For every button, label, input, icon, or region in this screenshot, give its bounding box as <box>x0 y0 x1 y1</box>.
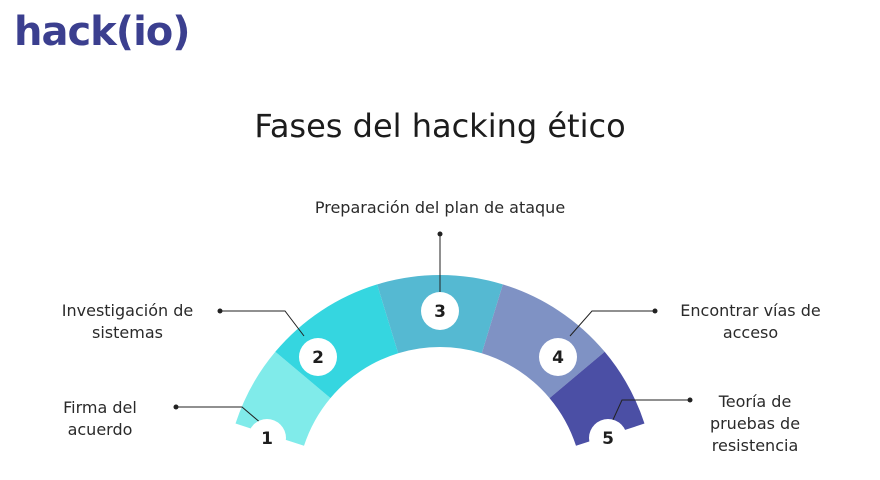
phase-4-label-line-1: Encontrar vías de <box>680 301 821 320</box>
phase-4-badge <box>539 338 577 376</box>
phase-5-badge <box>589 419 627 457</box>
phase-5-label-line-1: Teoría de <box>718 392 792 411</box>
page-title: Fases del hacking ético <box>254 107 626 146</box>
phase-1-connector <box>176 406 263 425</box>
phase-1-label-line-1: Firma del <box>63 398 137 417</box>
phase-3-connector-dot <box>437 231 443 237</box>
phase-5-segment <box>549 351 645 446</box>
phase-5-label-line-2: pruebas de <box>709 414 801 433</box>
phase-4-segment <box>481 284 605 399</box>
phase-3-number: 3 <box>434 302 446 322</box>
phase-5-connector <box>611 399 690 423</box>
phase-4-number: 4 <box>552 348 564 368</box>
phase-5-label: Teoría de pruebas de resistencia <box>690 391 820 457</box>
phase-4-label: Encontrar vías de acceso <box>663 300 838 344</box>
phase-1-number: 1 <box>261 429 273 449</box>
phase-2-label-line-1: Investigación de <box>61 301 194 320</box>
phase-1-label: Firma del acuerdo <box>40 397 160 441</box>
phase-3-label: Preparación del plan de ataque <box>240 197 640 219</box>
phase-2-connector <box>220 310 305 337</box>
phase-5-number: 5 <box>602 429 614 449</box>
phase-2-badge <box>299 338 337 376</box>
phase-5-connector-dot <box>687 397 693 403</box>
phase-3-badge <box>421 292 459 330</box>
phase-2-label: Investigación de sistemas <box>40 300 215 344</box>
phase-4-connector <box>569 310 655 337</box>
phase-4-label-line-2: acceso <box>722 323 779 342</box>
brand-logo: hack(io) <box>14 9 191 55</box>
phase-4-connector-dot <box>652 308 658 314</box>
phase-3-label-line-1: Preparación del plan de ataque <box>314 198 566 217</box>
phase-1-label-line-2: acuerdo <box>67 420 133 439</box>
phase-1-connector-dot <box>173 404 179 410</box>
phase-1-badge <box>248 419 286 457</box>
phase-2-number: 2 <box>312 348 324 368</box>
phase-2-connector-dot <box>217 308 223 314</box>
phase-2-label-line-2: sistemas <box>92 323 163 342</box>
phase-5-label-line-3: resistencia <box>711 436 799 455</box>
